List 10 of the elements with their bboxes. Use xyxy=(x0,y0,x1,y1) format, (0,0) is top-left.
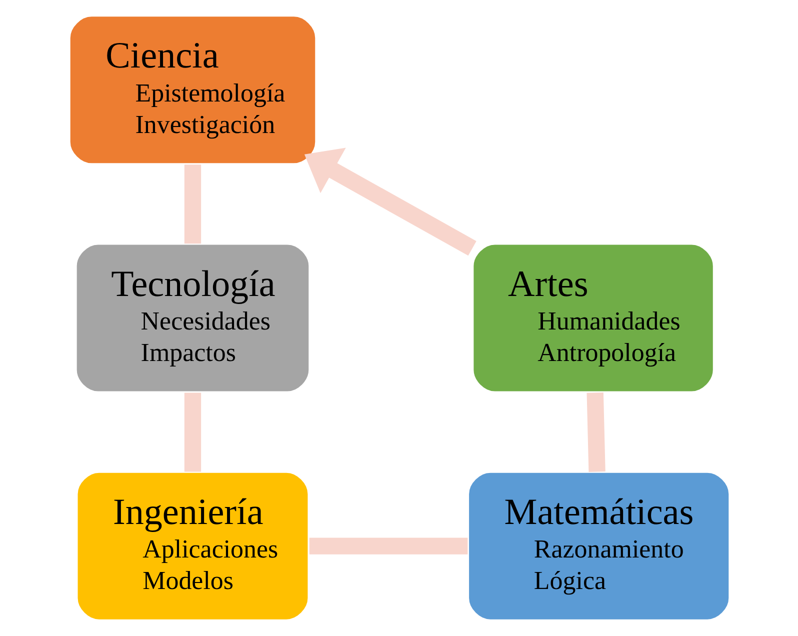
connector xyxy=(184,392,201,472)
node-box: Ciencia Epistemología Investigación xyxy=(68,14,316,166)
node-box: Ingeniería Aplicaciones Modelos xyxy=(75,470,310,622)
connector xyxy=(308,538,468,554)
node-box: Matemáticas Razonamiento Lógica xyxy=(466,470,730,622)
connector xyxy=(184,164,201,244)
arrow xyxy=(304,148,476,256)
node-box: Tecnología Necesidades Impactos xyxy=(74,242,310,394)
connector xyxy=(586,392,605,472)
node-box: Artes Humanidades Antropología xyxy=(471,242,714,394)
